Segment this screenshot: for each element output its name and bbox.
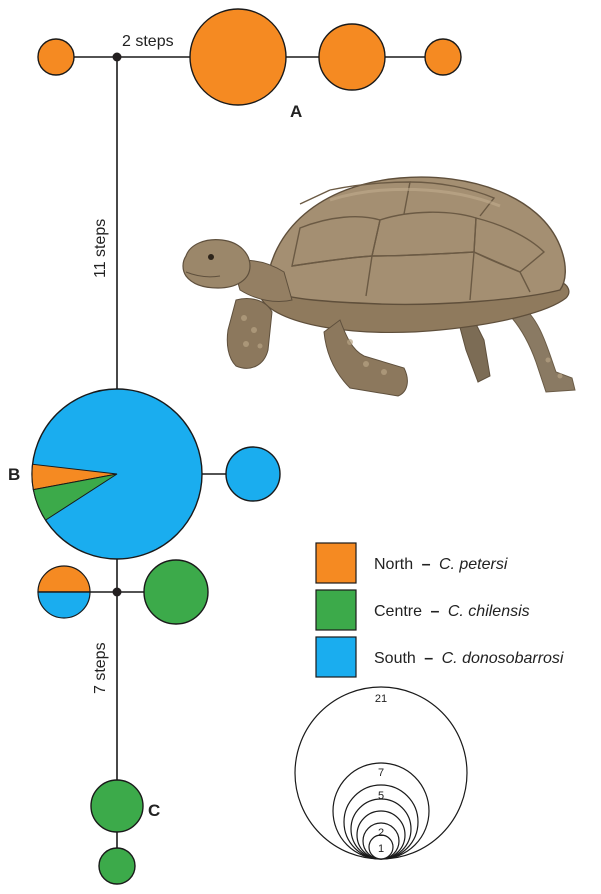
steps-label-bottom: 7 steps <box>92 642 109 694</box>
haplotype-centre-c-small <box>99 848 135 884</box>
size-label-1: 1 <box>378 843 384 855</box>
haplotype-south-small-right <box>226 447 280 501</box>
haplogroup-label-b: B <box>8 465 20 484</box>
mutation-node-top <box>113 53 122 62</box>
legend-centre-label: Centre – C. chilensis <box>374 603 530 620</box>
mutation-node-middle <box>113 588 122 597</box>
haplotype-north-large-a <box>190 9 286 105</box>
size-label-2: 2 <box>378 827 384 839</box>
haplotype-north-medium <box>319 24 385 90</box>
legend: North – C. petersi Centre – C. chilensis… <box>316 543 564 677</box>
legend-south-label: South – C. donosobarrosi <box>374 650 564 667</box>
haplotype-north-small-left <box>38 39 74 75</box>
legend-south-swatch <box>316 637 356 677</box>
tortoise-photo <box>183 177 575 396</box>
haplogroup-label-a: A <box>290 102 302 121</box>
haplotype-north-small-right <box>425 39 461 75</box>
steps-label-top: 2 steps <box>122 33 174 50</box>
size-label-5: 5 <box>378 790 384 802</box>
legend-north-swatch <box>316 543 356 583</box>
steps-label-middle: 11 steps <box>92 219 109 278</box>
size-label-7: 7 <box>378 767 384 779</box>
legend-north-label: North – C. petersi <box>374 556 508 573</box>
size-label-21: 21 <box>375 693 387 705</box>
haplotype-centre-middle <box>144 560 208 624</box>
haplogroup-label-c: C <box>148 801 160 820</box>
legend-centre-swatch <box>316 590 356 630</box>
haplotype-split-north-south <box>38 566 90 618</box>
haplotype-pie-b <box>32 389 202 559</box>
haplotype-centre-c-large <box>91 780 143 832</box>
